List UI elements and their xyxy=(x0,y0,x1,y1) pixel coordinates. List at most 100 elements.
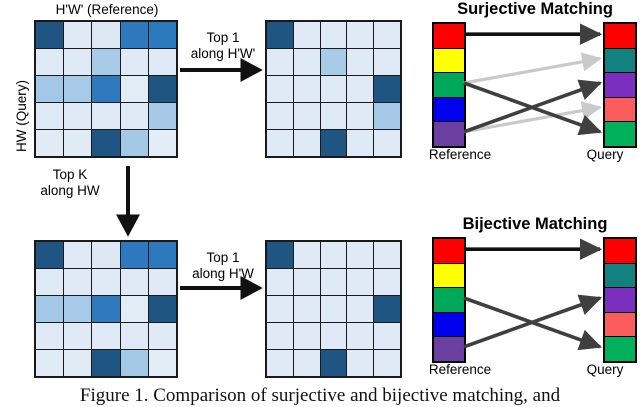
color-swatch xyxy=(605,288,635,313)
matrix-cell xyxy=(320,323,347,349)
similarity-matrix-source xyxy=(34,20,178,158)
matrix-cell xyxy=(293,296,320,322)
matrix-cell xyxy=(320,130,347,156)
matrix-cell xyxy=(374,269,400,295)
matrix-cell xyxy=(293,350,320,376)
matrix-cell xyxy=(92,323,120,349)
match-arrow xyxy=(463,81,603,136)
bijective-reference-caption: Reference xyxy=(428,362,492,377)
matrix-cell xyxy=(374,130,400,156)
similarity-matrix-topk-hw xyxy=(34,240,178,378)
matrix-cell xyxy=(64,76,92,102)
matrix-cell xyxy=(267,130,293,156)
matrix-cell xyxy=(267,323,293,349)
op-label-top1-along-hwprime-bottom: Top 1 along H'W xyxy=(178,250,268,281)
color-swatch xyxy=(605,122,635,146)
matrix-cell xyxy=(374,49,400,75)
color-swatch xyxy=(605,73,635,98)
match-arrow xyxy=(463,79,603,134)
matrix-cell xyxy=(293,22,320,48)
color-swatch xyxy=(434,263,464,289)
matrix-cell xyxy=(374,22,400,48)
matrix-cell xyxy=(320,296,347,322)
matrix-cell xyxy=(120,269,148,295)
matrix-cell xyxy=(148,350,176,376)
surjective-query-strip xyxy=(603,22,637,148)
matrix-cell xyxy=(320,22,347,48)
matrix-cell xyxy=(64,269,92,295)
panel-title-surjective: Surjective Matching xyxy=(457,0,613,18)
matrix-cell xyxy=(347,130,374,156)
matrix-cell xyxy=(64,242,92,268)
matrix-cell xyxy=(64,323,92,349)
matrix-cell xyxy=(64,296,92,322)
op-top1-top-line1: Top 1 xyxy=(206,30,240,45)
matrix-cell xyxy=(148,49,176,75)
color-swatch xyxy=(434,312,464,338)
matrix-cell xyxy=(347,49,374,75)
matrix-cell xyxy=(347,22,374,48)
color-swatch xyxy=(434,97,464,123)
matrix-cell xyxy=(347,103,374,129)
figure-caption: Figure 1. Comparison of surjective and b… xyxy=(79,385,561,406)
bijective-query-strip xyxy=(603,237,637,363)
matrix-cell xyxy=(267,49,293,75)
matrix-cell xyxy=(320,76,347,102)
matrix-cell xyxy=(64,49,92,75)
matrix-cell xyxy=(92,296,120,322)
matrix-cell xyxy=(148,103,176,129)
color-swatch xyxy=(434,48,464,74)
matrix-cell xyxy=(267,242,293,268)
matrix-cell xyxy=(92,350,120,376)
top-axis-label-reference: H'W' (Reference) xyxy=(55,2,159,17)
matrix-cell xyxy=(267,350,293,376)
matrix-cell xyxy=(64,350,92,376)
matrix-cell xyxy=(36,296,64,322)
color-swatch xyxy=(605,48,635,74)
matrix-cell xyxy=(92,22,120,48)
matrix-cell xyxy=(92,76,120,102)
matrix-cell xyxy=(347,350,374,376)
matrix-cell xyxy=(120,242,148,268)
matrix-cell xyxy=(347,323,374,349)
op-topk-line1: Top K xyxy=(52,167,88,182)
color-swatch xyxy=(434,73,464,98)
matrix-cell xyxy=(267,296,293,322)
matrix-cell xyxy=(148,323,176,349)
matrix-cell xyxy=(148,296,176,322)
matrix-cell xyxy=(267,269,293,295)
matrix-cell xyxy=(92,103,120,129)
color-swatch xyxy=(605,24,635,49)
op-top1-bottom-line1: Top 1 xyxy=(206,250,240,265)
matrix-cell xyxy=(374,350,400,376)
matrix-cell xyxy=(347,242,374,268)
left-axis-label-query: HW (Query) xyxy=(14,80,29,152)
color-swatch xyxy=(434,239,464,264)
matrix-cell xyxy=(267,76,293,102)
matrix-cell xyxy=(148,242,176,268)
matrix-cell xyxy=(92,269,120,295)
color-swatch xyxy=(605,337,635,361)
matrix-cell xyxy=(293,323,320,349)
matrix-cell xyxy=(293,76,320,102)
matrix-cell xyxy=(347,269,374,295)
matrix-cell xyxy=(320,49,347,75)
matrix-cell xyxy=(320,269,347,295)
matrix-cell xyxy=(120,296,148,322)
matrix-cell xyxy=(148,269,176,295)
surjective-reference-caption: Reference xyxy=(428,147,492,162)
op-label-topk-along-hw: Top K along HW xyxy=(16,167,124,198)
match-arrow xyxy=(463,52,602,85)
matrix-cell xyxy=(120,350,148,376)
matrix-cell xyxy=(374,242,400,268)
color-swatch xyxy=(605,263,635,289)
bijective-query-caption: Query xyxy=(586,362,624,377)
op-top1-bottom-line2: along H'W xyxy=(192,265,254,281)
matrix-cell xyxy=(36,49,64,75)
op-label-top1-along-hwprime-top: Top 1 along H'W' xyxy=(178,30,268,61)
op-top1-top-line2: along H'W' xyxy=(190,45,256,61)
match-arrow xyxy=(463,101,602,134)
color-swatch xyxy=(434,122,464,146)
matrix-cell xyxy=(36,242,64,268)
